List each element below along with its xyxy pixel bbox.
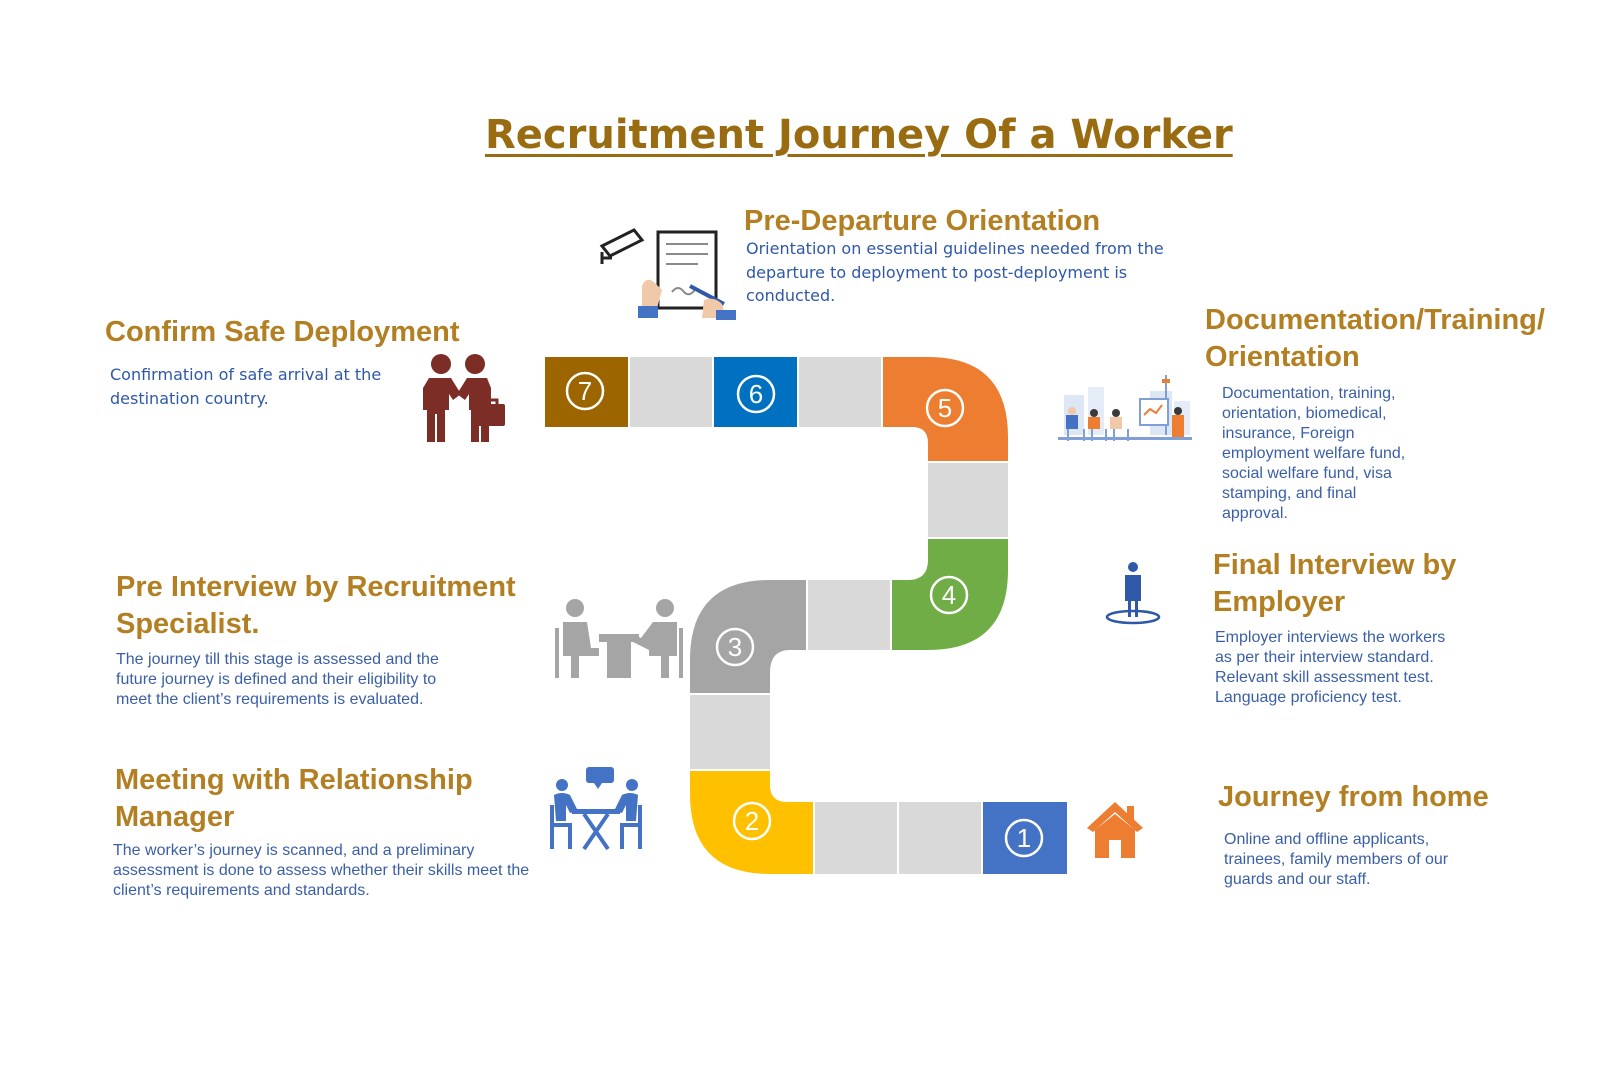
connector-blocks [630, 357, 1008, 874]
stage-5-description: Documentation, training, orientation, bi… [1222, 385, 1406, 522]
step-1-block: 1 [983, 802, 1067, 874]
stage-1-description: Online and offline applicants, trainees,… [1224, 831, 1449, 888]
stage-1-title: Journey from home [1218, 781, 1489, 813]
step-7-block: 7 [545, 357, 628, 427]
meeting-table-icon [550, 767, 642, 851]
step-4-block: 4 [892, 539, 1008, 650]
stage-7-description: Confirmation of safe arrival at the dest… [110, 365, 382, 408]
connector-block [808, 580, 890, 650]
handshake-icon [423, 354, 505, 442]
person-standing-icon [1105, 562, 1161, 625]
stage-3-title: Pre Interview by Recruitment Specialist. [116, 571, 516, 640]
page-title: Recruitment Journey Of a Worker [485, 112, 1233, 158]
step-2-block: 2 [690, 771, 813, 874]
step-6-number: 6 [749, 379, 763, 409]
step-1-number: 1 [1017, 823, 1031, 853]
connector-block [928, 463, 1008, 537]
connector-block [899, 802, 981, 874]
stage-6-description: Orientation on essential guidelines need… [746, 239, 1164, 305]
stage-4-description-line: Relevant skill assessment test. [1215, 669, 1434, 686]
step-6-block: 6 [714, 357, 797, 427]
step-4-number: 4 [942, 580, 956, 610]
stage-5-title: Documentation/Training/ Orientation [1205, 304, 1545, 373]
stage-7-title: Confirm Safe Deployment [105, 316, 460, 348]
training-session-icon [1058, 375, 1192, 441]
step-7-number: 7 [578, 376, 592, 406]
connector-block [690, 695, 770, 769]
step-3-number: 3 [728, 632, 742, 662]
stage-6-title: Pre-Departure Orientation [744, 205, 1101, 237]
stage-4-description-line: Employer interviews the workers as per t… [1215, 629, 1446, 666]
step-3-block: 3 [690, 580, 806, 693]
connector-block [799, 357, 881, 427]
connector-block [815, 802, 897, 874]
stage-2-title: Meeting with Relationship Manager [115, 764, 473, 833]
stage-4-title: Final Interview by Employer [1213, 549, 1457, 618]
stage-4-description-line: Language proficiency test. [1215, 689, 1402, 706]
stage-3-description: The journey till this stage is assessed … [116, 651, 439, 708]
house-icon [1087, 802, 1143, 858]
step-5-block: 5 [883, 357, 1008, 461]
step-2-number: 2 [745, 806, 759, 836]
connector-block [630, 357, 712, 427]
document-signing-icon [599, 226, 740, 320]
stage-4-description: Employer interviews the workers as per t… [1215, 628, 1455, 708]
stage-2-description: The worker’s journey is scanned, and a p… [113, 842, 530, 899]
interview-desk-icon [555, 599, 683, 678]
step-5-number: 5 [938, 393, 952, 423]
